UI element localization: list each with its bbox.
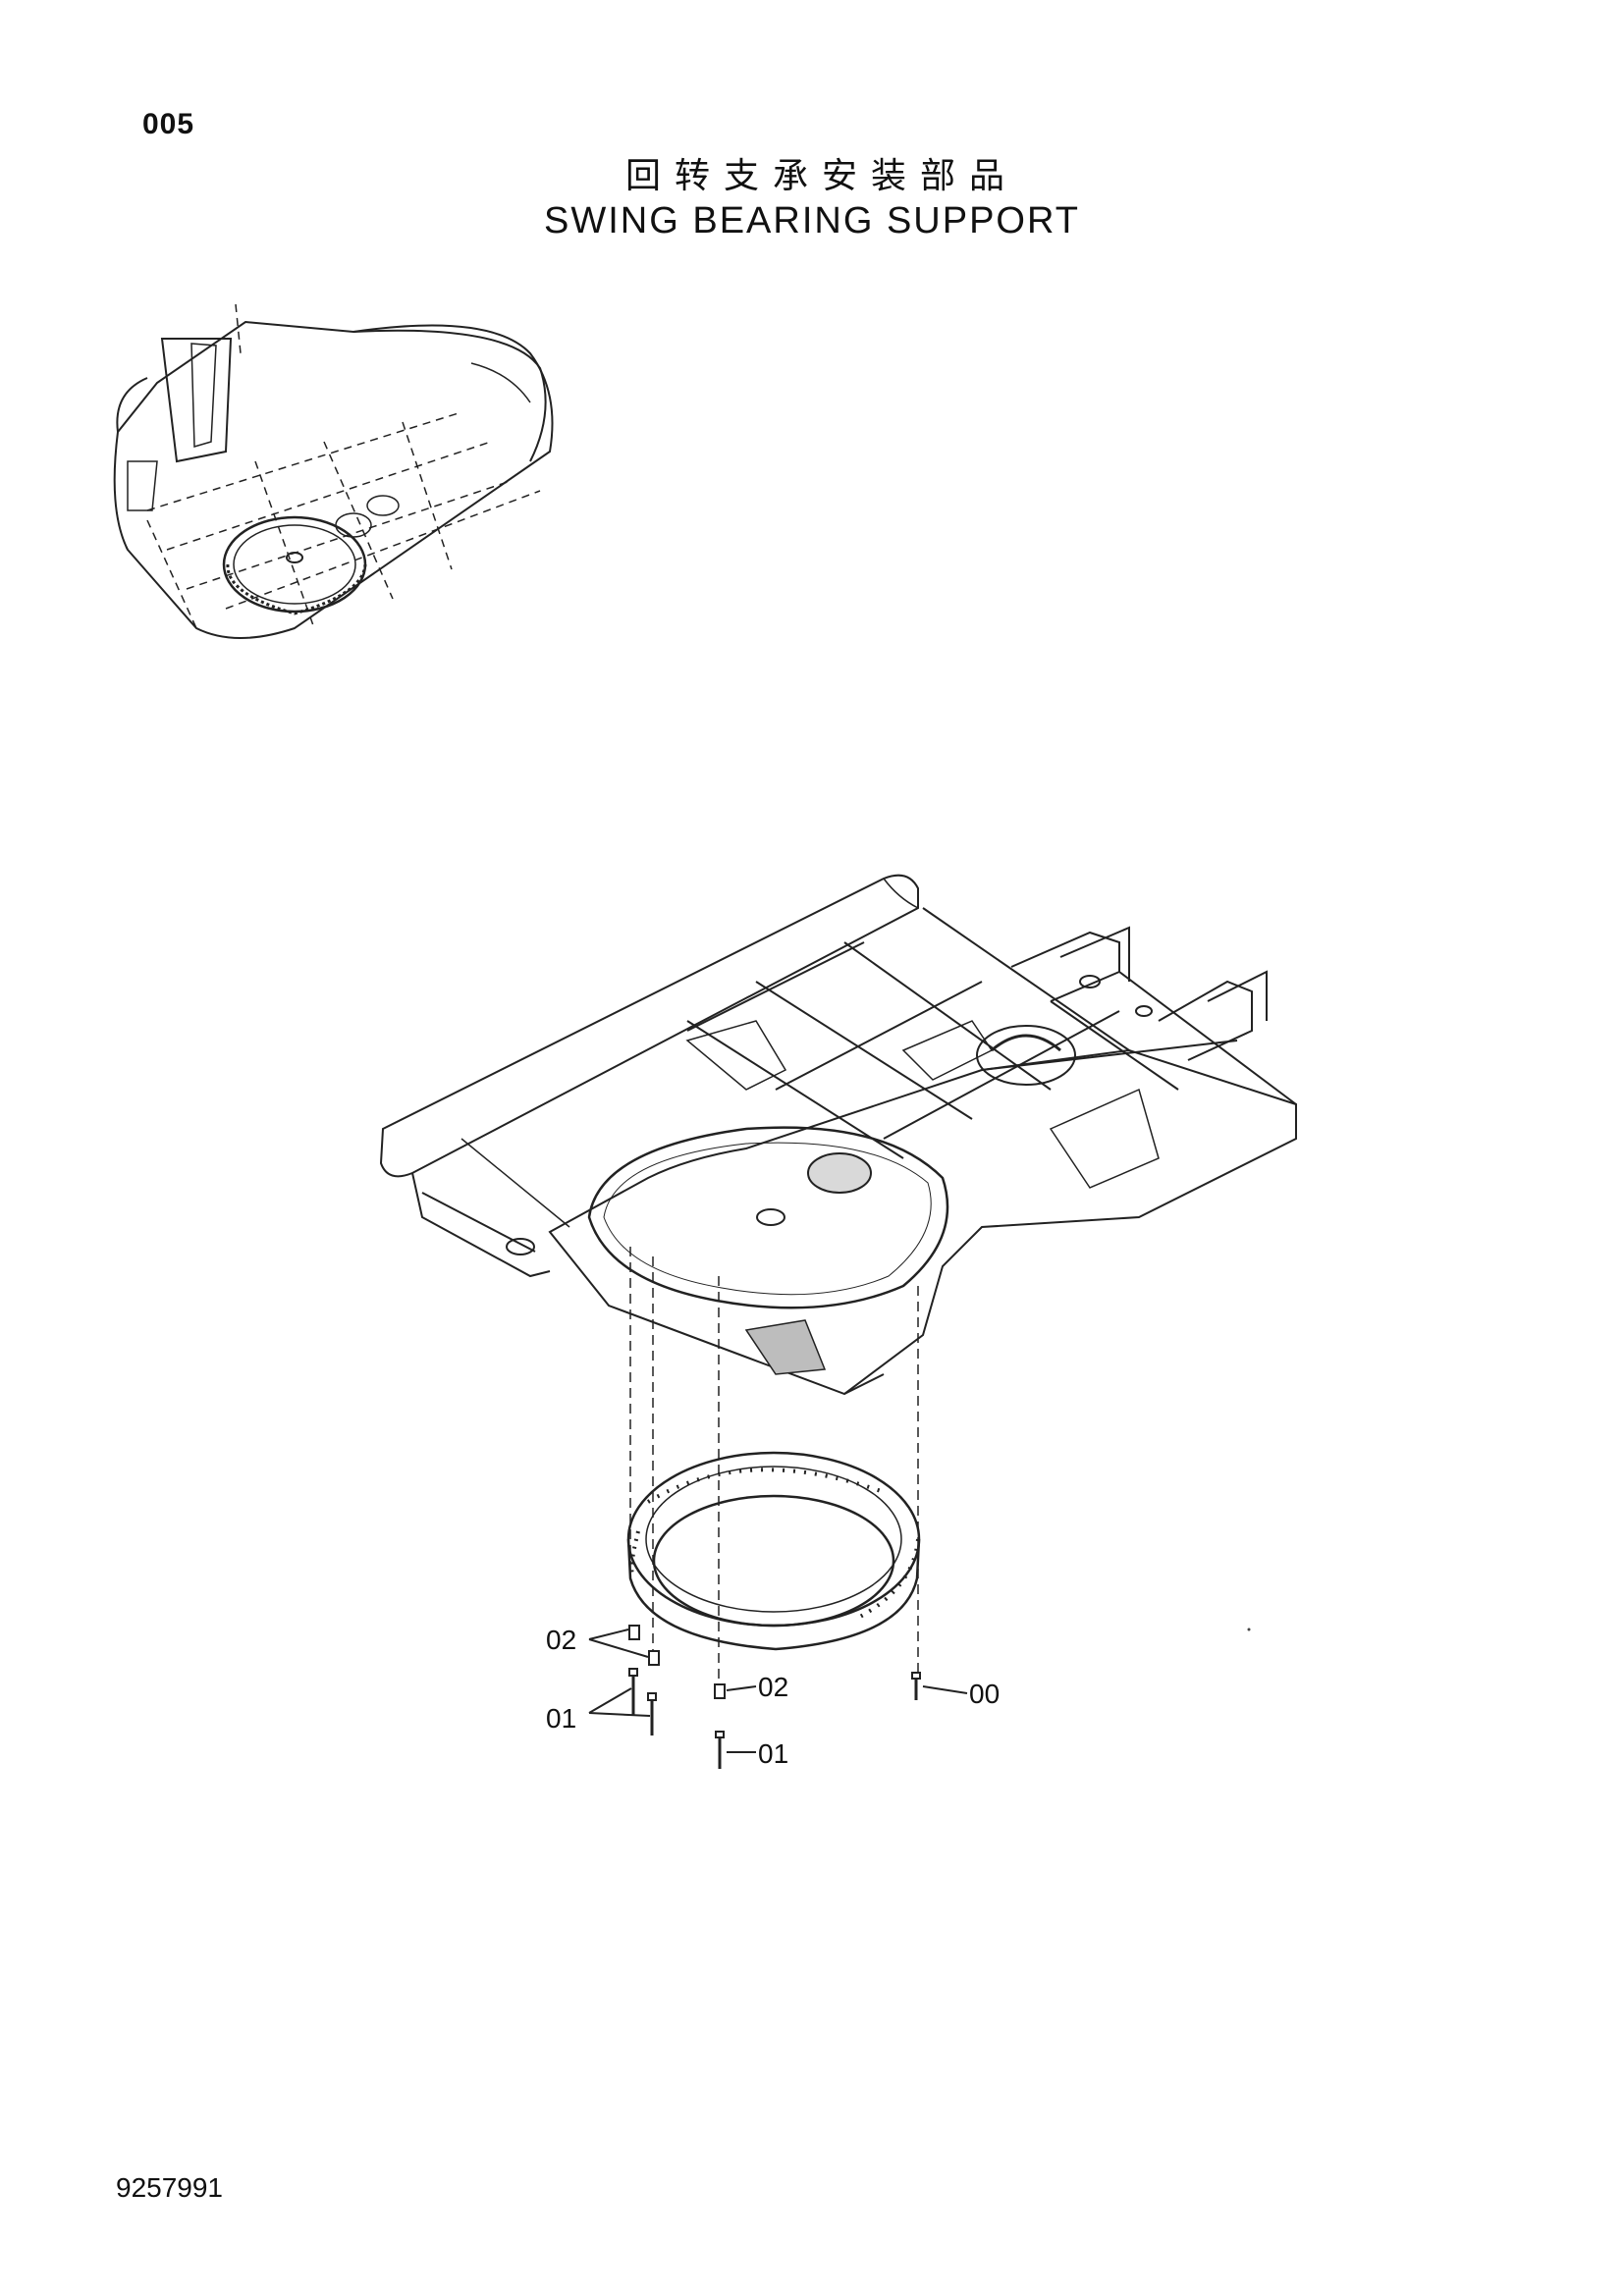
callout-01-centre: 01 [758, 1738, 788, 1769]
document-number: 9257991 [116, 2172, 224, 2203]
assembly-leader-lines [629, 1247, 919, 1688]
callout-leaders [588, 1629, 968, 1753]
title-english: SWING BEARING SUPPORT [544, 200, 1080, 241]
bolts-and-nuts [628, 1625, 921, 1769]
callout-01-left: 01 [546, 1703, 576, 1734]
nut-02-left-lower [648, 1650, 660, 1666]
nut-02-left-upper [628, 1625, 640, 1640]
callout-02-centre: 02 [758, 1672, 788, 1702]
swing-bearing-ring [626, 1451, 921, 1651]
nut-02-centre [714, 1683, 726, 1699]
title-chinese: 回转支承安装部品 [624, 156, 1018, 196]
upper-frame-illustration [379, 874, 1297, 1396]
callout-02-left: 02 [546, 1625, 576, 1655]
stray-dot [1247, 1628, 1251, 1631]
overview-machine-illustration [113, 303, 554, 639]
callout-00-right: 00 [969, 1679, 1000, 1709]
page-number: 005 [142, 108, 195, 140]
